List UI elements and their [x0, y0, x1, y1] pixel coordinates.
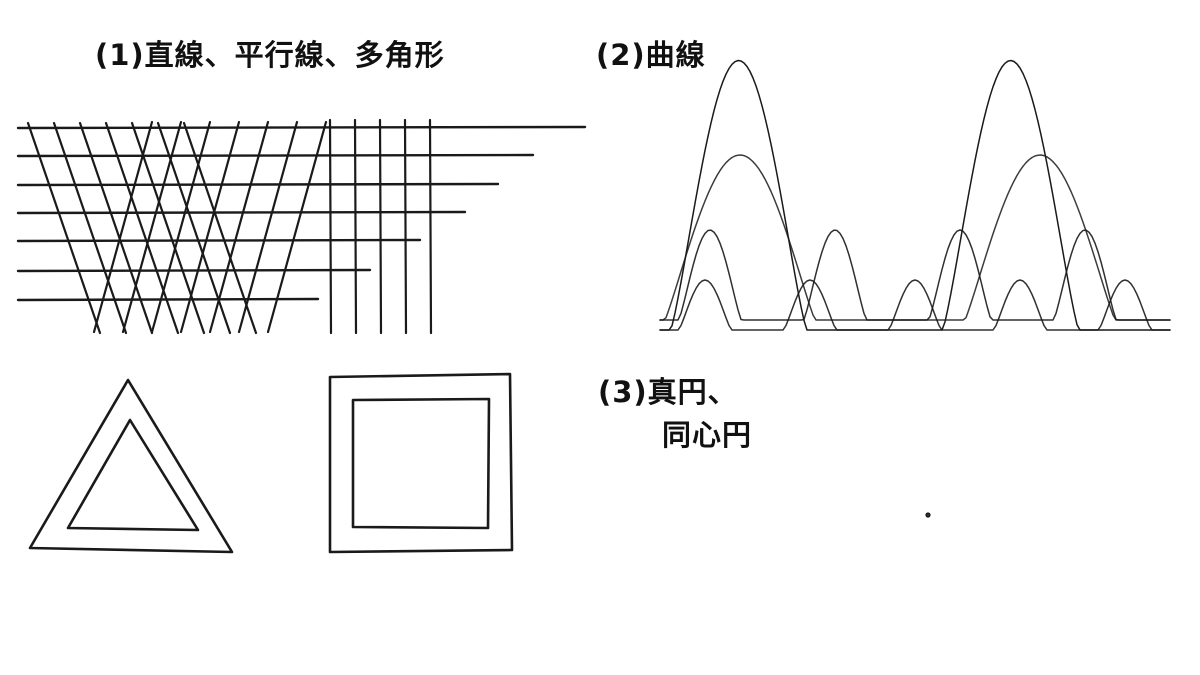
vertical-lines — [328, 118, 433, 335]
triangle-inner — [66, 418, 200, 532]
horizontal-line — [16, 153, 535, 158]
concentric-circle — [778, 375, 1078, 655]
horizontal-line — [16, 210, 467, 215]
vertical-line — [428, 118, 433, 335]
vertical-line — [328, 118, 333, 335]
horizontal-line — [16, 125, 587, 130]
diagonal-line-down-left — [179, 120, 241, 334]
section-1-heading: (1)直線、平行線、多角形 — [95, 38, 445, 72]
diagonal-line-down-right — [52, 121, 128, 335]
vertical-line — [378, 118, 383, 335]
concentric-circles — [778, 375, 1078, 655]
concentric-circle — [883, 467, 973, 563]
diagonal-line-down-left — [237, 120, 299, 334]
triangle-outline — [28, 378, 234, 554]
triangle-outer — [28, 378, 234, 554]
concentric-circle — [859, 448, 997, 582]
diagonal-lines — [26, 120, 328, 335]
horizontal-line — [16, 268, 372, 273]
curve-low — [659, 229, 1171, 321]
diagonal-line-down-right — [26, 121, 102, 335]
vertical-line — [353, 118, 358, 335]
horizontal-line — [16, 238, 422, 243]
diagonal-line-down-left — [121, 120, 183, 334]
diagonal-line-down-right — [182, 121, 258, 335]
concentric-circle — [832, 425, 1024, 605]
curve-small — [659, 279, 1171, 331]
horizontal-lines — [16, 125, 587, 302]
concentric-circle — [904, 485, 952, 545]
diagonal-line-down-left — [208, 120, 270, 334]
section-2-heading: (2)曲線 — [596, 38, 706, 72]
square-outline — [328, 372, 514, 554]
curves-group — [659, 59, 1171, 331]
curve-tall — [659, 59, 1171, 331]
diagonal-line-down-left — [92, 120, 154, 334]
square-outer — [328, 372, 514, 554]
square-inner — [351, 397, 491, 530]
concentric-circle — [803, 400, 1053, 630]
diagonal-line-down-right — [104, 121, 180, 335]
section-3-heading-line-2: 同心円 — [662, 418, 753, 452]
horizontal-line — [16, 297, 320, 302]
diagonal-line-down-right — [130, 121, 206, 335]
section-3-heading-line-1: (3)真円、 — [598, 375, 738, 409]
diagonal-line-down-left — [150, 120, 212, 334]
circle-center-dot — [925, 512, 931, 518]
vertical-line — [403, 118, 408, 335]
diagonal-line-down-left — [266, 120, 328, 334]
diagonal-line-down-right — [78, 121, 154, 335]
curve-medium — [659, 154, 1171, 321]
horizontal-line — [16, 182, 500, 187]
